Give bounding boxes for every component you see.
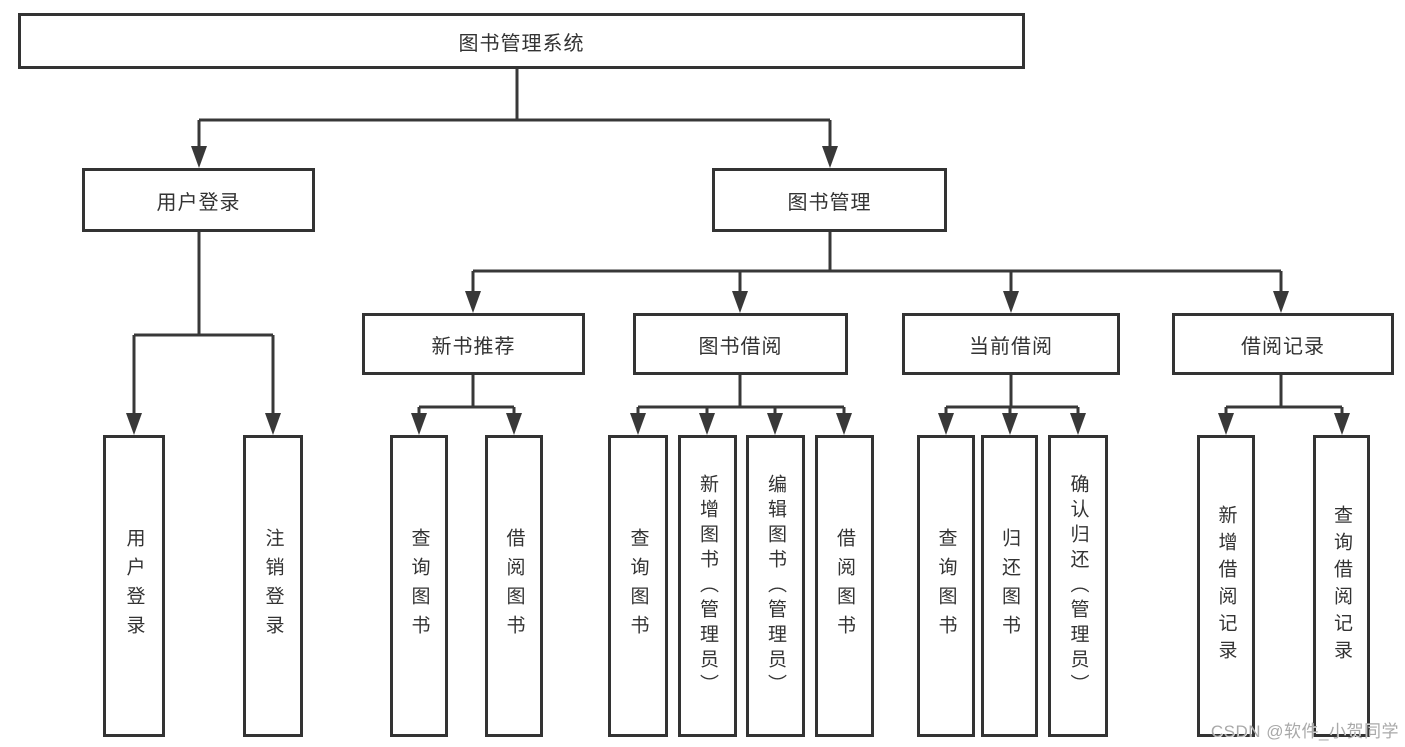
node-book-management: 图书管理 [712,168,947,232]
leaf-bb-query-books: 查询图书 [608,435,668,737]
node-root-system: 图书管理系统 [18,13,1025,69]
leaf-br-add-record: 新增借阅记录 [1197,435,1255,737]
leaf-logout-label: 注销登录 [262,528,284,644]
leaf-bb-edit-books-admin-label: 编辑图书（管理员） [765,473,786,699]
leaf-br-query-record-label: 查询借阅记录 [1331,505,1352,667]
leaf-bb-borrow-books-label: 借阅图书 [834,528,855,644]
node-book-management-label: 图书管理 [787,191,872,214]
node-user-login-label: 用户登录 [156,191,241,214]
leaf-user-login-label: 用户登录 [123,528,145,644]
node-borrowing-records: 借阅记录 [1172,313,1394,375]
leaf-bb-add-books-admin-label: 新增图书（管理员） [697,473,718,699]
leaf-cb-confirm-return-admin-label: 确认归还（管理员） [1067,473,1089,699]
leaf-cb-query-books: 查询图书 [917,435,975,737]
leaf-nbr-query-books-label: 查询图书 [408,528,430,644]
node-book-borrowing-label: 图书借阅 [698,335,783,358]
leaf-cb-confirm-return-admin: 确认归还（管理员） [1048,435,1108,737]
leaf-nbr-borrow-books-label: 借阅图书 [503,528,525,644]
leaf-bb-edit-books-admin: 编辑图书（管理员） [746,435,805,737]
node-book-borrowing: 图书借阅 [633,313,848,375]
leaf-logout: 注销登录 [243,435,303,737]
node-root-system-label: 图书管理系统 [458,32,585,55]
leaf-br-query-record: 查询借阅记录 [1313,435,1370,737]
leaf-cb-return-books: 归还图书 [981,435,1038,737]
leaf-bb-query-books-label: 查询图书 [627,528,649,644]
leaf-cb-query-books-label: 查询图书 [935,528,957,644]
csdn-watermark: CSDN @软件_小贺同学 [1210,722,1399,741]
node-borrowing-records-label: 借阅记录 [1241,335,1325,358]
node-new-book-recommend: 新书推荐 [362,313,585,375]
node-new-book-recommend-label: 新书推荐 [431,335,516,358]
node-user-login: 用户登录 [82,168,315,232]
leaf-bb-borrow-books: 借阅图书 [815,435,874,737]
leaf-nbr-borrow-books: 借阅图书 [485,435,543,737]
leaf-cb-return-books-label: 归还图书 [999,528,1020,644]
leaf-user-login: 用户登录 [103,435,165,737]
leaf-bb-add-books-admin: 新增图书（管理员） [678,435,737,737]
leaf-nbr-query-books: 查询图书 [390,435,448,737]
node-current-borrowing: 当前借阅 [902,313,1120,375]
node-current-borrowing-label: 当前借阅 [969,335,1053,358]
leaf-br-add-record-label: 新增借阅记录 [1215,505,1237,667]
